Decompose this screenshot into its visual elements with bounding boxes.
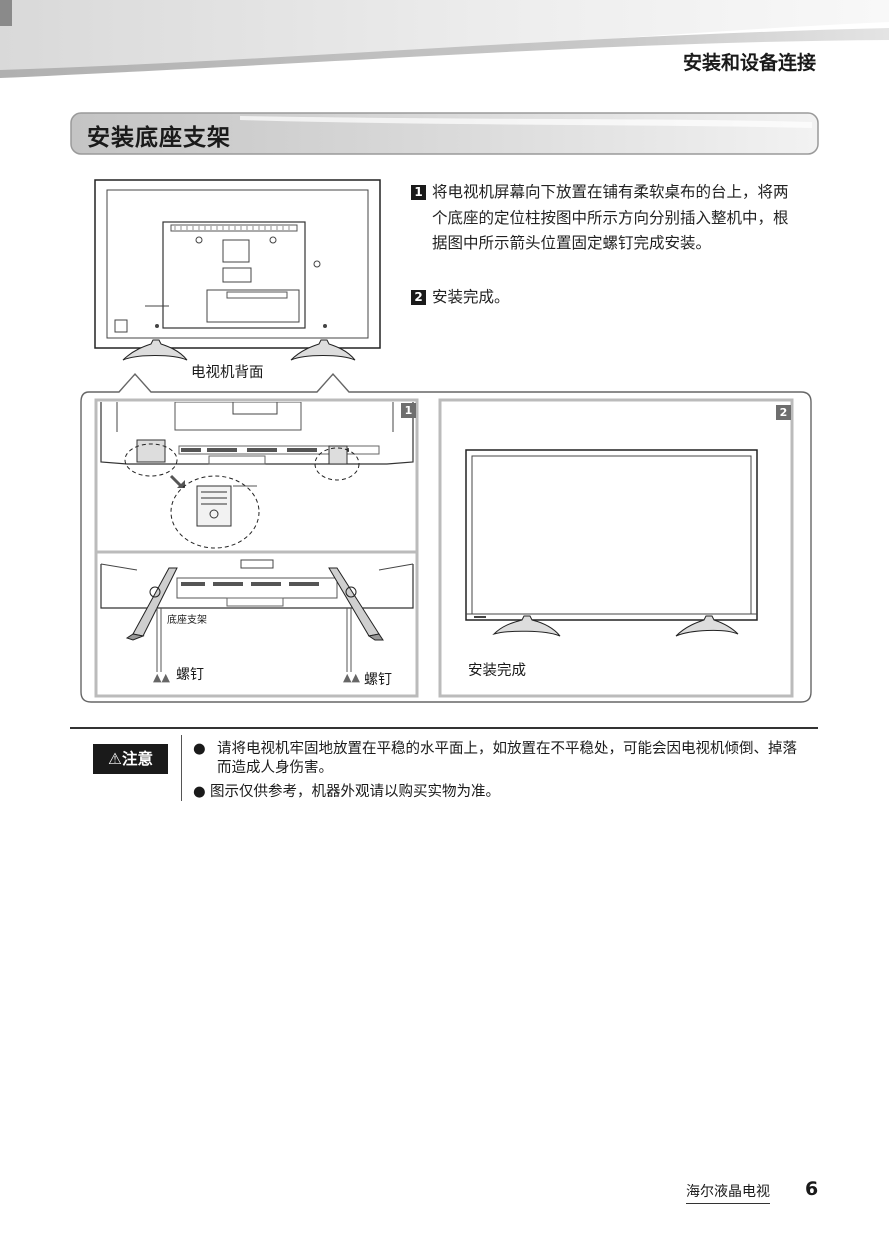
- notice-badge: ⚠注意: [93, 744, 168, 774]
- notice-item-2: ● 图示仅供参考，机器外观请以购买实物为准。: [193, 783, 803, 802]
- screw-label-right: 螺钉: [364, 672, 392, 688]
- tv-back-illustration: [94, 179, 381, 361]
- notice-item-1-text: 请将电视机牢固地放置在平稳的水平面上，如放置在不平稳处，可能会因电视机倾倒、掉落…: [217, 741, 797, 776]
- tv-back-label: 电视机背面: [191, 365, 264, 381]
- bullet-icon: ●: [193, 741, 206, 757]
- footer-brand: 海尔液晶电视: [686, 1181, 770, 1204]
- notice-item-1: ● 请将电视机牢固地放置在平稳的水平面上，如放置在不平稳处，可能会因电视机倾倒、…: [193, 740, 803, 778]
- bullet-icon: ●: [193, 784, 206, 800]
- step-1-number: 1: [411, 185, 426, 200]
- header-swoosh: [0, 0, 889, 78]
- step-2-number: 2: [411, 290, 426, 305]
- step-2-text: 安装完成。: [432, 288, 510, 306]
- section-title: 安装底座支架: [87, 125, 231, 151]
- step-1: 1 将电视机屏幕向下放置在铺有柔软桌布的台上，将两个底座的定位柱按图中所示方向分别…: [411, 180, 796, 257]
- install-done-label: 安装完成: [468, 663, 526, 679]
- screw-arrow-right-icon: ▲▲: [343, 671, 360, 684]
- panel1-step-tag: 1: [401, 403, 416, 418]
- notice-divider: [181, 735, 182, 801]
- notice-badge-label: 注意: [121, 750, 153, 768]
- panel2-front-tv-illustration: [465, 449, 758, 637]
- stand-label: 底座支架: [167, 615, 207, 626]
- panel1-screw-stand-illustration: [100, 559, 414, 672]
- step-2: 2 安装完成。: [411, 285, 796, 311]
- panel1-insert-stand-illustration: [100, 402, 414, 549]
- section-title-bar: [70, 112, 819, 155]
- notice-rule: [70, 727, 818, 729]
- chapter-title: 安装和设备连接: [682, 52, 816, 74]
- screw-arrow-left-icon: ▲▲: [153, 671, 170, 684]
- notice-item-2-text: 图示仅供参考，机器外观请以购买实物为准。: [210, 784, 500, 800]
- warning-icon: ⚠: [108, 750, 122, 768]
- step-1-text: 将电视机屏幕向下放置在铺有柔软桌布的台上，将两个底座的定位柱按图中所示方向分别插…: [432, 183, 789, 252]
- page-number: 6: [805, 1178, 819, 1200]
- screw-label-left: 螺钉: [176, 667, 204, 683]
- panel2-step-tag: 2: [776, 405, 791, 420]
